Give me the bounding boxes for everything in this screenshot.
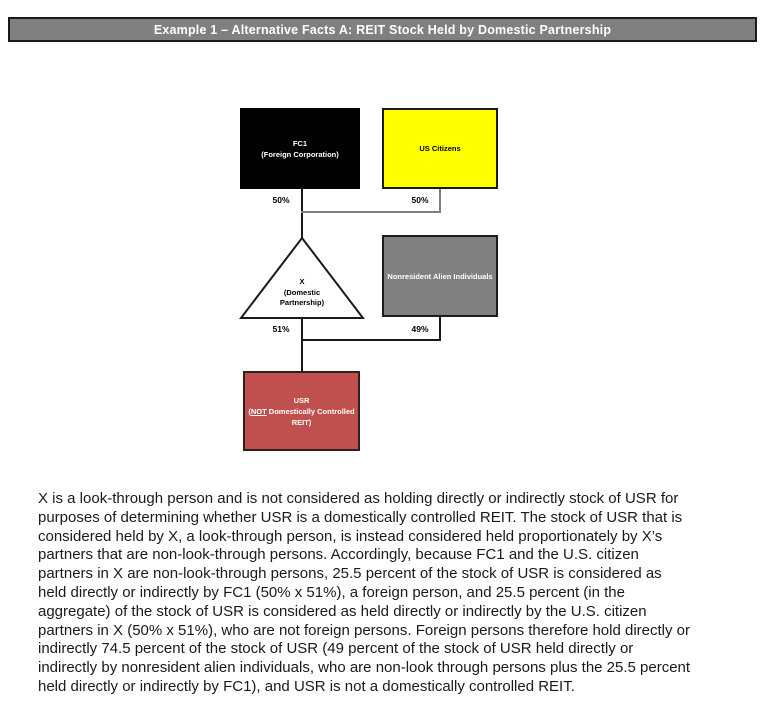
uscitizens-ownership-pct-label: 50% (411, 195, 429, 205)
fc1-foreign-corporation-box: FC1 (Foreign Corporation) (240, 108, 360, 189)
paragraph-line: aggregate) of the stock of USR is consid… (38, 602, 647, 620)
paragraph-line: partners in X are non-look-through perso… (38, 565, 662, 583)
fc1-box-label: FC1 (Foreign Corporation) (261, 138, 339, 159)
connector-uscitizens-down (439, 189, 441, 213)
example-title-text: Example 1 – Alternative Facts A: REIT St… (153, 22, 612, 37)
domestic-partnership-label: X (Domestic Partnership) (279, 277, 325, 307)
connector-fc1-to-partnership (301, 189, 303, 240)
paragraph-line: purposes of determining whether USR is a… (38, 508, 683, 526)
nonresident-alien-individuals-box: Nonresident Alien Individuals (382, 235, 498, 317)
usr-reit-box: USR (NOT Domestically Controlled REIT) (243, 371, 360, 451)
paragraph-line: partners in X (50% x 51%), who are not f… (38, 621, 691, 639)
not-underlined-text: NOT (250, 406, 267, 416)
paragraph-line: indirectly by nonresident alien individu… (38, 659, 691, 677)
connector-partnership-to-usr (301, 317, 303, 371)
paragraph-line: held directly or indirectly by FC1), and… (38, 677, 575, 695)
us-citizens-box: US Citizens (382, 108, 498, 189)
domestic-partnership-triangle (239, 236, 365, 319)
paragraph-line: partners that are non-look-through perso… (38, 546, 639, 564)
nonresident-box-label: Nonresident Alien Individuals (387, 271, 493, 281)
connector-nonresident-down (439, 317, 441, 341)
example-title-bar: Example 1 – Alternative Facts A: REIT St… (8, 17, 757, 42)
paragraph-line: indirectly 74.5 percent of the stock of … (38, 640, 634, 658)
paragraph-line: considered held by X, a look-through per… (38, 527, 663, 545)
fc1-ownership-pct-label: 50% (272, 195, 290, 205)
explanatory-paragraph: X is a look-through person and is not co… (38, 490, 750, 697)
partnership-ownership-pct-label: 51% (272, 324, 290, 334)
nonresident-ownership-pct-label: 49% (411, 324, 429, 334)
connector-top-horizontal (301, 211, 441, 213)
usr-box-label: USR (NOT Domestically Controlled REIT) (248, 395, 355, 427)
us-citizens-box-label: US Citizens (419, 144, 461, 153)
paragraph-line: X is a look-through person and is not co… (38, 490, 679, 507)
connector-bottom-horizontal (301, 339, 441, 341)
paragraph-line: held directly or indirectly by FC1 (50% … (38, 583, 625, 601)
